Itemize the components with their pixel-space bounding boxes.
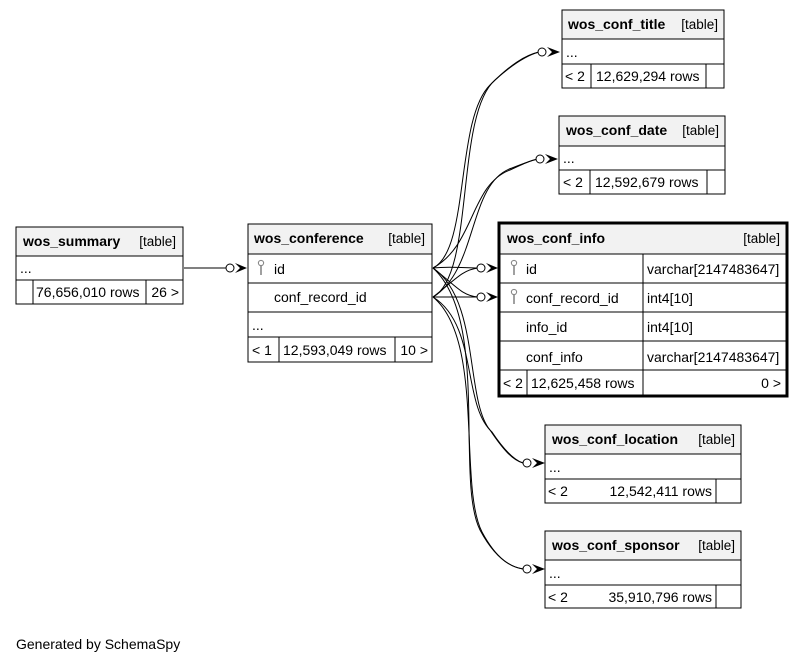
column-type: varchar[2147483647] [647, 349, 779, 365]
table-type-tag: [table] [698, 538, 735, 553]
column-type: int4[10] [647, 290, 693, 306]
table-type-tag: [table] [388, 231, 425, 246]
table-name: wos_conf_date [565, 122, 667, 138]
crowsfoot-marker [486, 263, 498, 273]
columns-ellipsis: ... [252, 317, 264, 333]
edge-conference-info-id [432, 266, 479, 269]
table-name: wos_summary [22, 233, 120, 249]
children-count: 10 > [400, 342, 428, 358]
table-wos-summary[interactable]: wos_summary [table] ... 76,656,010 rows … [15, 226, 184, 305]
crowsfoot-marker [545, 154, 558, 164]
crowsfoot-marker [532, 458, 545, 468]
optional-marker-circle [476, 263, 486, 273]
row-count: 76,656,010 rows [36, 284, 140, 300]
column-name: conf_record_id [274, 289, 367, 305]
table-name: wos_conf_sponsor [551, 537, 680, 553]
generated-by-footer: Generated by SchemaSpy [16, 636, 181, 652]
crowsfoot-marker [486, 292, 498, 302]
optional-marker-circle [476, 292, 486, 302]
columns-ellipsis: ... [549, 459, 561, 475]
optional-marker-circle [522, 564, 532, 574]
edge-conference-location [432, 267, 524, 464]
edge-conference-location-2 [432, 296, 524, 464]
columns-ellipsis: ... [566, 44, 578, 60]
key-icon [257, 259, 265, 275]
table-wos-conf-date[interactable]: wos_conf_date [table] ... < 2 12,592,679… [558, 115, 726, 195]
table-type-tag: [table] [698, 432, 735, 447]
row-count: 12,593,049 rows [283, 342, 387, 358]
edge-conference-sponsor-2 [432, 296, 524, 570]
columns-ellipsis: ... [20, 260, 32, 276]
optional-marker-circle [522, 458, 532, 468]
crowsfoot-marker [532, 564, 545, 574]
table-type-tag: [table] [139, 234, 176, 249]
row-count: 12,625,458 rows [531, 375, 635, 391]
column-name: id [274, 261, 285, 277]
crowsfoot-marker [235, 263, 247, 273]
row-count: 12,629,294 rows [596, 68, 700, 84]
columns-ellipsis: ... [563, 150, 575, 166]
table-wos-conf-title[interactable]: wos_conf_title [table] ... < 2 12,629,29… [561, 9, 725, 89]
edge-conference-title [432, 51, 540, 269]
row-count: 35,910,796 rows [608, 589, 712, 605]
focus-border [497, 221, 789, 398]
edge-conference-title-2 [432, 51, 540, 298]
column-type: int4[10] [647, 319, 693, 335]
column-name: conf_record_id [526, 290, 619, 306]
crowsfoot-marker [547, 47, 560, 57]
edge-conference-info-id-2 [432, 267, 479, 298]
parents-count: < 1 [252, 342, 272, 358]
row-count: 12,542,411 rows [610, 483, 712, 499]
edge-conference-date-2 [432, 158, 539, 298]
optional-marker-circle [225, 263, 235, 273]
table-name: wos_conference [253, 230, 364, 246]
edge-end-markers [225, 47, 560, 574]
columns-ellipsis: ... [549, 565, 561, 581]
table-name: wos_conf_info [506, 230, 605, 246]
parents-count: < 2 [503, 375, 523, 391]
column-name: conf_info [526, 349, 583, 365]
parents-count: < 2 [563, 174, 583, 190]
table-name: wos_conf_location [551, 431, 678, 447]
table-name: wos_conf_title [567, 16, 665, 32]
column-name: info_id [526, 319, 567, 335]
table-type-tag: [table] [681, 17, 718, 32]
optional-marker-circle [535, 154, 545, 164]
children-count: 0 > [761, 375, 781, 391]
key-icon [510, 259, 518, 275]
table-wos-conference[interactable]: wos_conference [table] id conf_record_id… [247, 223, 433, 363]
table-wos-conf-info[interactable]: wos_conf_info [table] id varchar[2147483… [497, 221, 789, 398]
table-wos-conf-location[interactable]: wos_conf_location [table] ... < 2 12,542… [544, 424, 742, 504]
column-type: varchar[2147483647] [647, 261, 779, 277]
relationship-edges [184, 51, 540, 570]
table-type-tag: [table] [743, 231, 780, 246]
table-type-tag: [table] [682, 123, 719, 138]
children-count: 26 > [151, 284, 179, 300]
parents-count: < 2 [548, 483, 568, 499]
parents-count: < 2 [548, 589, 568, 605]
parents-count: < 2 [565, 68, 585, 84]
column-name: id [526, 261, 537, 277]
key-icon [510, 288, 518, 304]
table-wos-conf-sponsor[interactable]: wos_conf_sponsor [table] ... < 2 35,910,… [544, 530, 742, 609]
row-count: 12,592,679 rows [595, 174, 699, 190]
optional-marker-circle [537, 47, 547, 57]
